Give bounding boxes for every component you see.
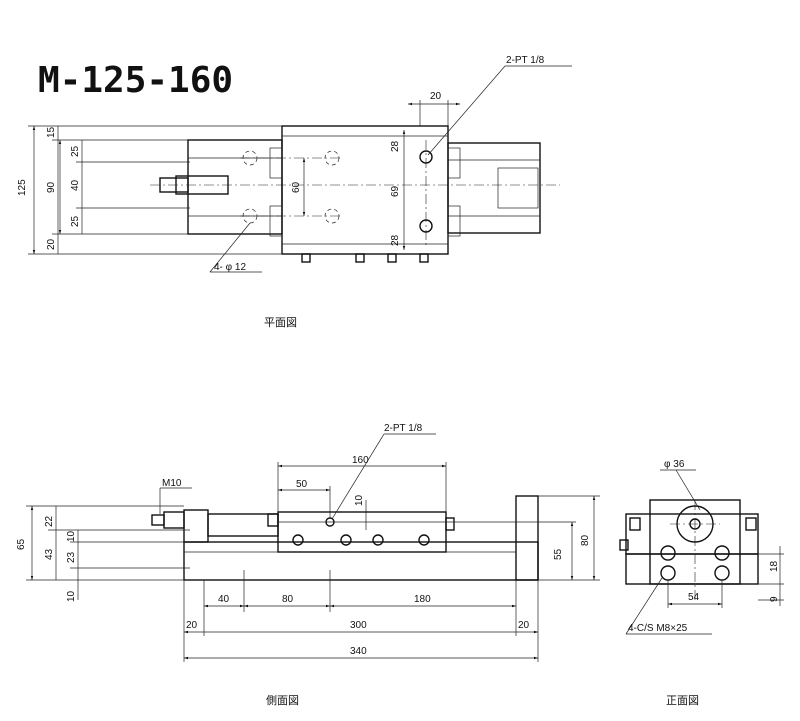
plan-dim-15: 15 — [46, 126, 57, 138]
side-dim-65: 65 — [16, 538, 27, 550]
front-dim-54: 54 — [688, 592, 700, 603]
front-view: φ 36 4-C/S M8×25 54 18 9 正面図 — [619, 459, 784, 707]
side-dim-43: 43 — [44, 548, 55, 560]
side-dim-40: 40 — [218, 594, 230, 605]
plan-dim-28a: 28 — [390, 140, 401, 152]
front-dim-9: 9 — [769, 596, 780, 602]
side-dim-10-top: 10 — [354, 494, 365, 506]
plan-cylinder-body — [187, 139, 283, 235]
plan-holes-callout: 4- φ 12 — [214, 262, 246, 273]
side-view: 2-PT 1/8 M10 160 50 10 65 22 43 10 23 10 — [16, 423, 600, 707]
side-dim-80: 80 — [580, 534, 591, 546]
side-dim-180: 180 — [414, 594, 431, 605]
side-thread-callout: M10 — [162, 478, 182, 489]
drawing-title: M-125-160 — [38, 60, 233, 101]
side-dim-340: 340 — [350, 646, 367, 657]
plan-right-block — [447, 142, 541, 234]
side-table — [277, 511, 447, 553]
plan-dim-90: 90 — [46, 181, 57, 193]
plan-dim-20: 20 — [46, 238, 57, 250]
plan-port-callout: 2-PT 1/8 — [506, 55, 545, 66]
plan-dim-28b: 28 — [390, 234, 401, 246]
plan-dim-40: 40 — [70, 179, 81, 191]
side-base — [183, 541, 539, 581]
plan-dim-25b: 25 — [70, 215, 81, 227]
front-counterbore-callout: 4-C/S M8×25 — [628, 623, 688, 634]
side-dim-80b: 80 — [282, 594, 294, 605]
plan-view-caption: 平面図 — [264, 316, 297, 329]
plan-dim-60: 60 — [291, 181, 302, 193]
side-dim-23: 23 — [66, 551, 77, 563]
side-dim-22: 22 — [44, 515, 55, 527]
plan-dim-20-top: 20 — [430, 91, 442, 102]
side-view-caption: 側面図 — [266, 694, 299, 707]
plan-dim-69: 69 — [390, 185, 401, 197]
side-dim-55: 55 — [553, 548, 564, 560]
side-dim-300: 300 — [350, 620, 367, 631]
side-rod-nut — [163, 511, 185, 529]
side-dim-50: 50 — [296, 479, 308, 490]
plan-dim-25a: 25 — [70, 145, 81, 157]
front-view-caption: 正面図 — [666, 694, 699, 707]
side-port-callout: 2-PT 1/8 — [384, 423, 423, 434]
side-end-block — [515, 495, 539, 581]
side-dim-20-right: 20 — [518, 620, 530, 631]
plan-main-table — [281, 125, 449, 255]
plan-view: 2-PT 1/8 20 4- φ 12 125 90 15 20 25 40 2… — [17, 55, 572, 329]
side-dim-160: 160 — [352, 455, 369, 466]
side-dim-20-left: 20 — [186, 620, 198, 631]
side-dim-10b: 10 — [66, 590, 77, 602]
side-dim-10a: 10 — [66, 530, 77, 542]
front-dim-18: 18 — [769, 560, 780, 572]
front-bore-callout: φ 36 — [664, 459, 685, 470]
plan-dim-125: 125 — [17, 179, 28, 196]
